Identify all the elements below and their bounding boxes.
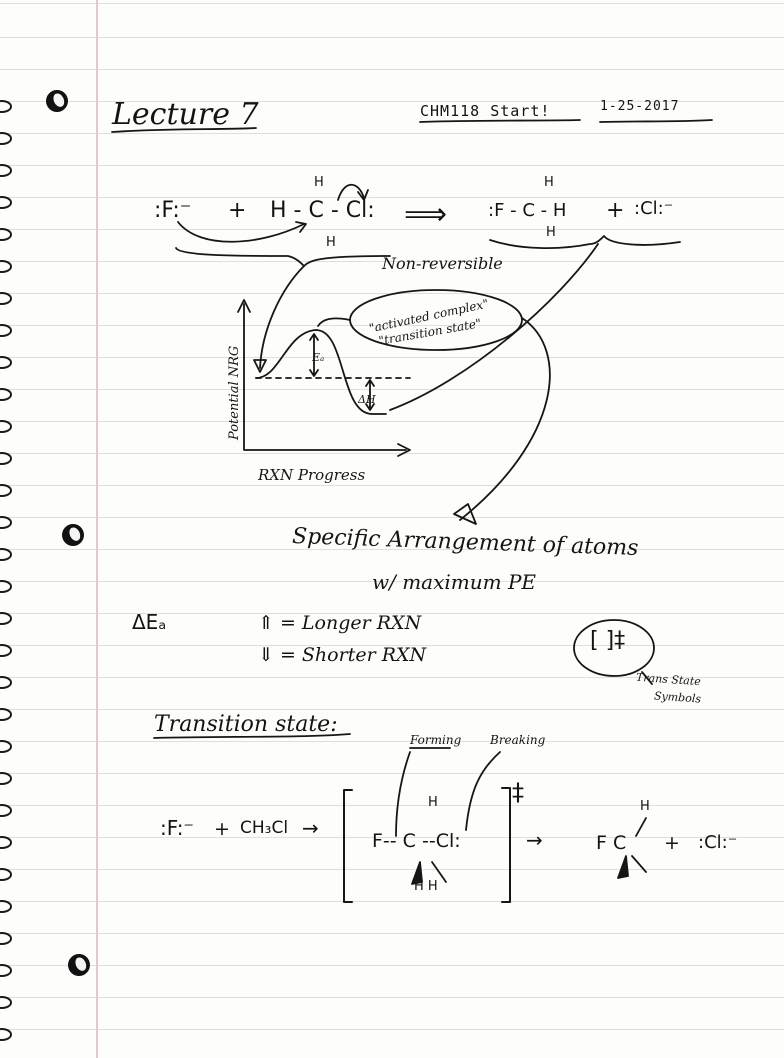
transition-state-heading: Transition state: <box>154 712 338 737</box>
hydrogen-label: H H <box>414 879 438 894</box>
spiral-ring <box>0 836 12 849</box>
ts-product-fluoromethane: F C <box>596 832 627 854</box>
hydrogen-label: H <box>546 225 556 240</box>
margin-line <box>96 0 98 1058</box>
hydrogen-label: H <box>428 795 438 810</box>
plus-sign: + <box>228 198 247 223</box>
spiral-ring <box>0 516 12 529</box>
wedge-bond <box>617 855 629 879</box>
forming-label: Forming <box>410 733 462 747</box>
y-axis-arrowhead <box>237 299 251 313</box>
spiral-ring <box>0 676 12 689</box>
ts-symbol-label-1: Trans State <box>635 670 702 689</box>
nucleophile-arrow <box>177 221 305 243</box>
y-axis-label: Potential NRG <box>227 345 242 440</box>
spiral-ring <box>0 804 12 817</box>
spiral-ring <box>0 548 12 561</box>
x-axis-label: RXN Progress <box>258 466 366 484</box>
reactant-chloromethane: H - C - Cl: <box>270 198 375 223</box>
non-reversible-note: Non-reversible <box>382 254 503 273</box>
double-dagger: ‡ <box>512 778 524 806</box>
transition-state-symbol: [ ]‡ <box>590 628 626 653</box>
arrow-head <box>453 503 477 525</box>
lecture-title: Lecture 7 <box>112 97 259 132</box>
spiral-ring <box>0 996 12 1009</box>
spiral-ring <box>0 324 12 337</box>
spiral-ring <box>0 388 12 401</box>
spiral-ring <box>0 708 12 721</box>
bond-line <box>631 855 647 873</box>
ts-product-chloride: :Cl:⁻ <box>698 832 738 853</box>
bracket-right <box>501 787 511 903</box>
spiral-ring <box>0 644 12 657</box>
pointer-reactants <box>259 265 305 369</box>
spiral-ring <box>0 260 12 273</box>
hydrogen-label: H <box>314 175 324 190</box>
spiral-ring <box>0 292 12 305</box>
course-label: CHM118 Start! <box>420 102 551 120</box>
spiral-ring <box>0 612 12 625</box>
plus-sign: + <box>664 832 680 854</box>
ts-reactant-fluoride: :F:⁻ <box>160 816 194 840</box>
date-underline <box>599 119 713 123</box>
spiral-ring <box>0 772 12 785</box>
hydrogen-label: H <box>640 799 650 814</box>
plus-sign: + <box>606 198 625 223</box>
spiral-ring <box>0 868 12 881</box>
reactants-brace <box>175 247 391 267</box>
x-axis-arrowhead <box>397 443 411 457</box>
product-fluoromethane: :F - C - H <box>488 200 567 221</box>
hydrogen-label: H <box>544 175 554 190</box>
reactant-fluoride: :F:⁻ <box>154 198 192 223</box>
breaking-pointer <box>465 751 501 831</box>
spiral-ring <box>0 900 12 913</box>
spiral-ring <box>0 196 12 209</box>
spiral-ring <box>0 228 12 241</box>
spiral-ring <box>0 356 12 369</box>
pointer-peak <box>317 317 351 327</box>
arrow-head <box>295 221 307 233</box>
definition-line-1: Specific Arrangement of atoms <box>291 523 639 562</box>
longer-rxn-note: ⇑ = Longer RXN <box>258 612 422 634</box>
shorter-rxn-note: ⇓ = Shorter RXN <box>258 644 427 666</box>
pointer-definition <box>459 317 551 521</box>
activation-energy-label: Eₐ <box>312 351 325 364</box>
product-chloride: :Cl:⁻ <box>634 198 674 219</box>
delta-ea-label: ΔEₐ <box>132 610 167 634</box>
course-underline <box>419 119 581 123</box>
bond-line <box>635 817 647 837</box>
bracket-left <box>343 789 353 903</box>
arrow-head <box>253 359 267 373</box>
forming-pointer <box>395 751 411 837</box>
date-label: 1-25-2017 <box>600 99 680 114</box>
spiral-ring <box>0 452 12 465</box>
ts-complex: F-- C --Cl: <box>372 830 461 852</box>
breaking-label: Breaking <box>490 733 546 747</box>
reaction-arrow: ⟹ <box>404 197 448 232</box>
spiral-ring <box>0 932 12 945</box>
spiral-ring <box>0 484 12 497</box>
spiral-ring <box>0 164 12 177</box>
products-brace <box>489 235 681 249</box>
ts-symbol-label-2: Symbols <box>653 689 702 706</box>
spiral-ring <box>0 420 12 433</box>
spiral-ring <box>0 132 12 145</box>
punch-hole <box>42 86 72 116</box>
spiral-ring <box>0 740 12 753</box>
spiral-ring <box>0 100 12 113</box>
hydrogen-label: H <box>326 235 336 250</box>
spiral-ring <box>0 1028 12 1041</box>
plus-sign: + <box>214 818 230 840</box>
spiral-ring <box>0 580 12 593</box>
definition-line-2: w/ maximum PE <box>372 570 537 594</box>
spiral-ring <box>0 964 12 977</box>
punch-hole <box>64 950 94 980</box>
punch-hole <box>58 520 88 550</box>
reaction-arrow: → <box>526 828 543 852</box>
ts-reagent: CH₃Cl <box>240 818 289 838</box>
reaction-arrow: → <box>302 816 319 840</box>
enthalpy-label: ΔH <box>358 393 376 406</box>
